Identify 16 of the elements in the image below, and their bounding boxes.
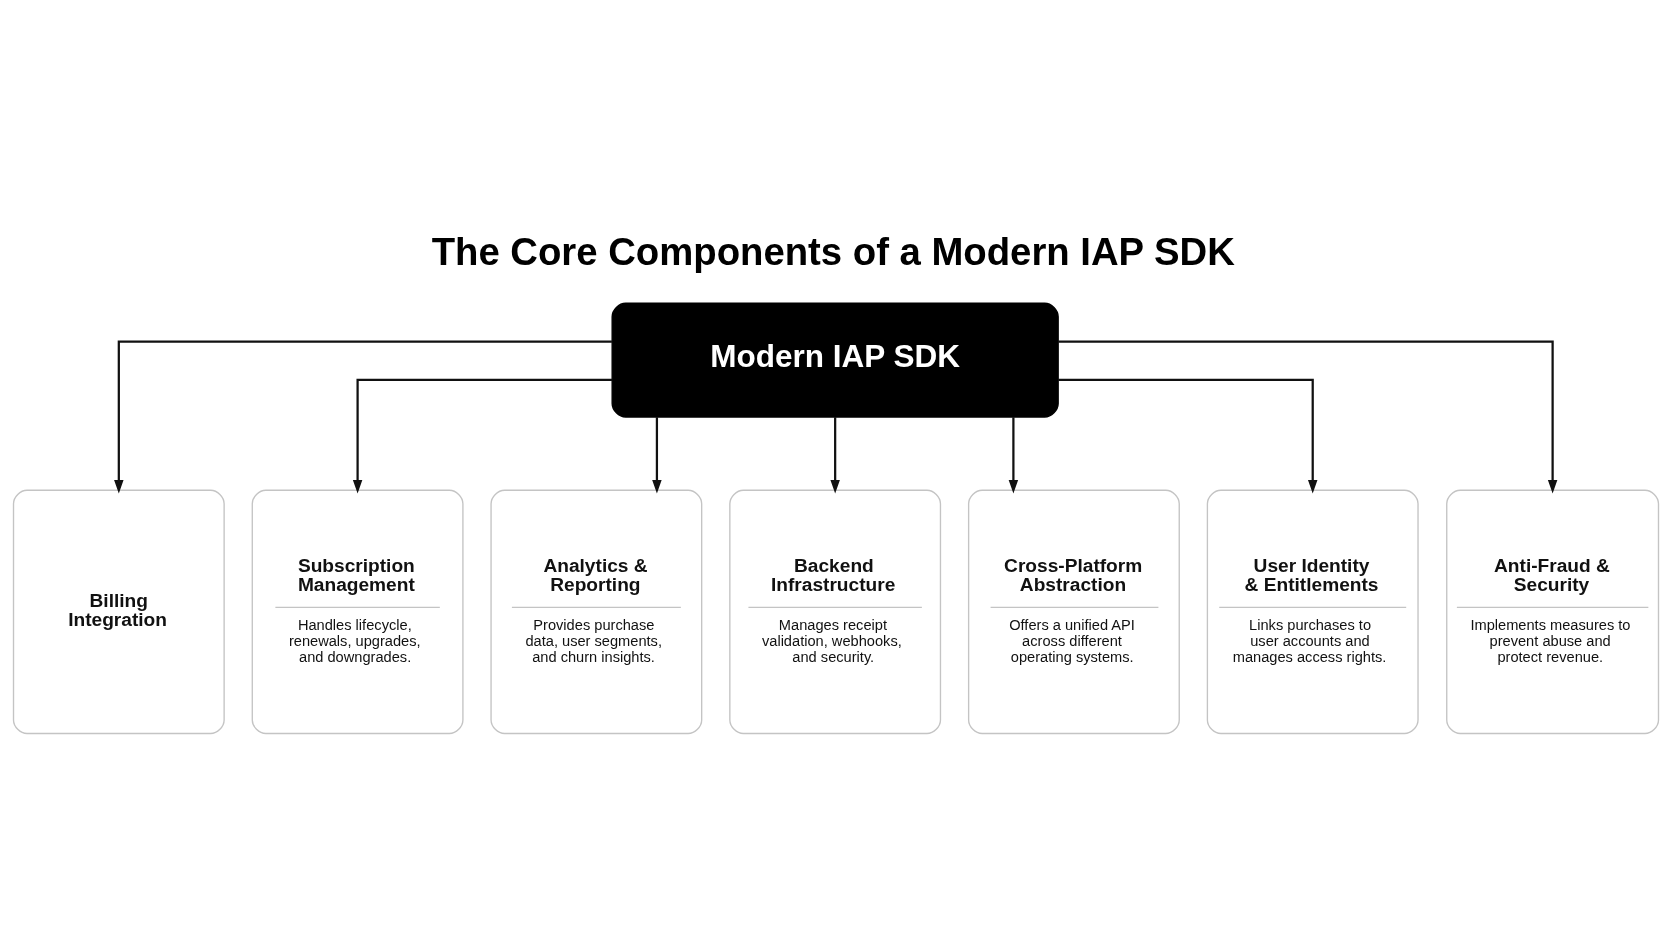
node-box: Anti-Fraud & Security Implements measures to prevent abuse and protect revenue. — [1446, 489, 1660, 735]
node-box: Modern IAP SDK — [611, 302, 1059, 418]
node-box: Cross-Platform Abstraction Offers a unified API across different operating systems. — [967, 489, 1180, 735]
arrow — [652, 417, 662, 494]
diagram-title: The Core Components of a Modern IAP SDK — [431, 229, 1235, 273]
node-box: Subscription Management Handles lifecycle, renewals, upgrades, and downgrades. — [251, 489, 464, 735]
arrow — [830, 417, 840, 494]
arrow — [1058, 340, 1558, 494]
node-box: Backend Infrastructure Manages receipt validation, webhooks, and security. — [729, 489, 942, 735]
arrow — [352, 378, 613, 494]
node-box: User Identity & Entitlements Links purchases to user accounts and manages access rights. — [1206, 489, 1419, 735]
arrow — [1058, 378, 1318, 494]
node-box: Billing Integration — [12, 489, 225, 735]
arrow — [114, 340, 612, 494]
arrow — [1008, 417, 1019, 494]
node-box: Analytics & Reporting Provides purchase data, user segments, and churn insights. — [490, 489, 703, 735]
